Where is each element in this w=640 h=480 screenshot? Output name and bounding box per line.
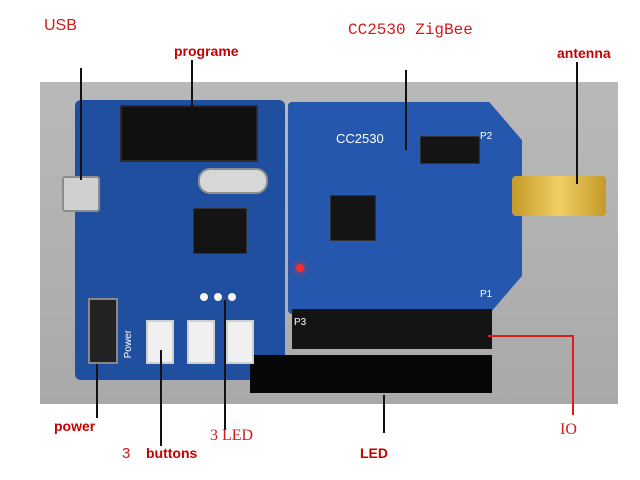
led-label: LED: [360, 445, 388, 461]
button-s3: [226, 320, 254, 364]
io-label: IO: [560, 421, 577, 438]
sma-antenna-connector: [512, 176, 606, 216]
crystal-oscillator: [198, 168, 268, 194]
led-d2: [214, 293, 222, 301]
antenna-label: antenna: [557, 45, 611, 61]
led-d1: [200, 293, 208, 301]
power-label: power: [54, 418, 96, 434]
p2-silk-text: P2: [480, 131, 493, 142]
p3-silk-text: P3: [294, 317, 307, 328]
power-switch: [88, 298, 118, 364]
usb-port: [62, 176, 100, 212]
three-led-label: 3 LED: [210, 427, 254, 444]
buttons-pointer: [160, 350, 162, 446]
power-regulator-chip: [420, 136, 480, 164]
module-red-led: [296, 264, 304, 272]
cc2530-zigbee-label: CC2530 ZigBee: [348, 21, 473, 39]
io-pointer-vertical: [572, 335, 574, 415]
led-pointer: [383, 395, 385, 433]
antenna-pointer: [576, 62, 578, 184]
io-pointer-horizontal: [488, 335, 574, 337]
programming-header: [120, 105, 258, 162]
module-silk-text: CC2530: [336, 131, 384, 146]
programe-label: programe: [174, 43, 239, 59]
power-pointer: [96, 364, 98, 418]
p1-silk-text: P1: [480, 289, 493, 300]
io-pin-header-top: [292, 309, 492, 349]
io-pin-header-bottom: [250, 355, 492, 393]
usb-to-serial-chip: [193, 208, 247, 254]
programe-pointer: [191, 60, 193, 122]
power-silk-text: Power: [123, 330, 134, 359]
led-d3: [228, 293, 236, 301]
three-led-pointer: [224, 300, 226, 430]
button-s2: [187, 320, 215, 364]
usb-pointer: [80, 68, 82, 180]
usb-label: USB: [44, 17, 77, 34]
buttons-label: buttons: [146, 445, 198, 461]
buttons-count-label: 3: [122, 445, 131, 462]
cc2530-pointer: [405, 70, 407, 150]
cc2530-chip: [330, 195, 376, 241]
